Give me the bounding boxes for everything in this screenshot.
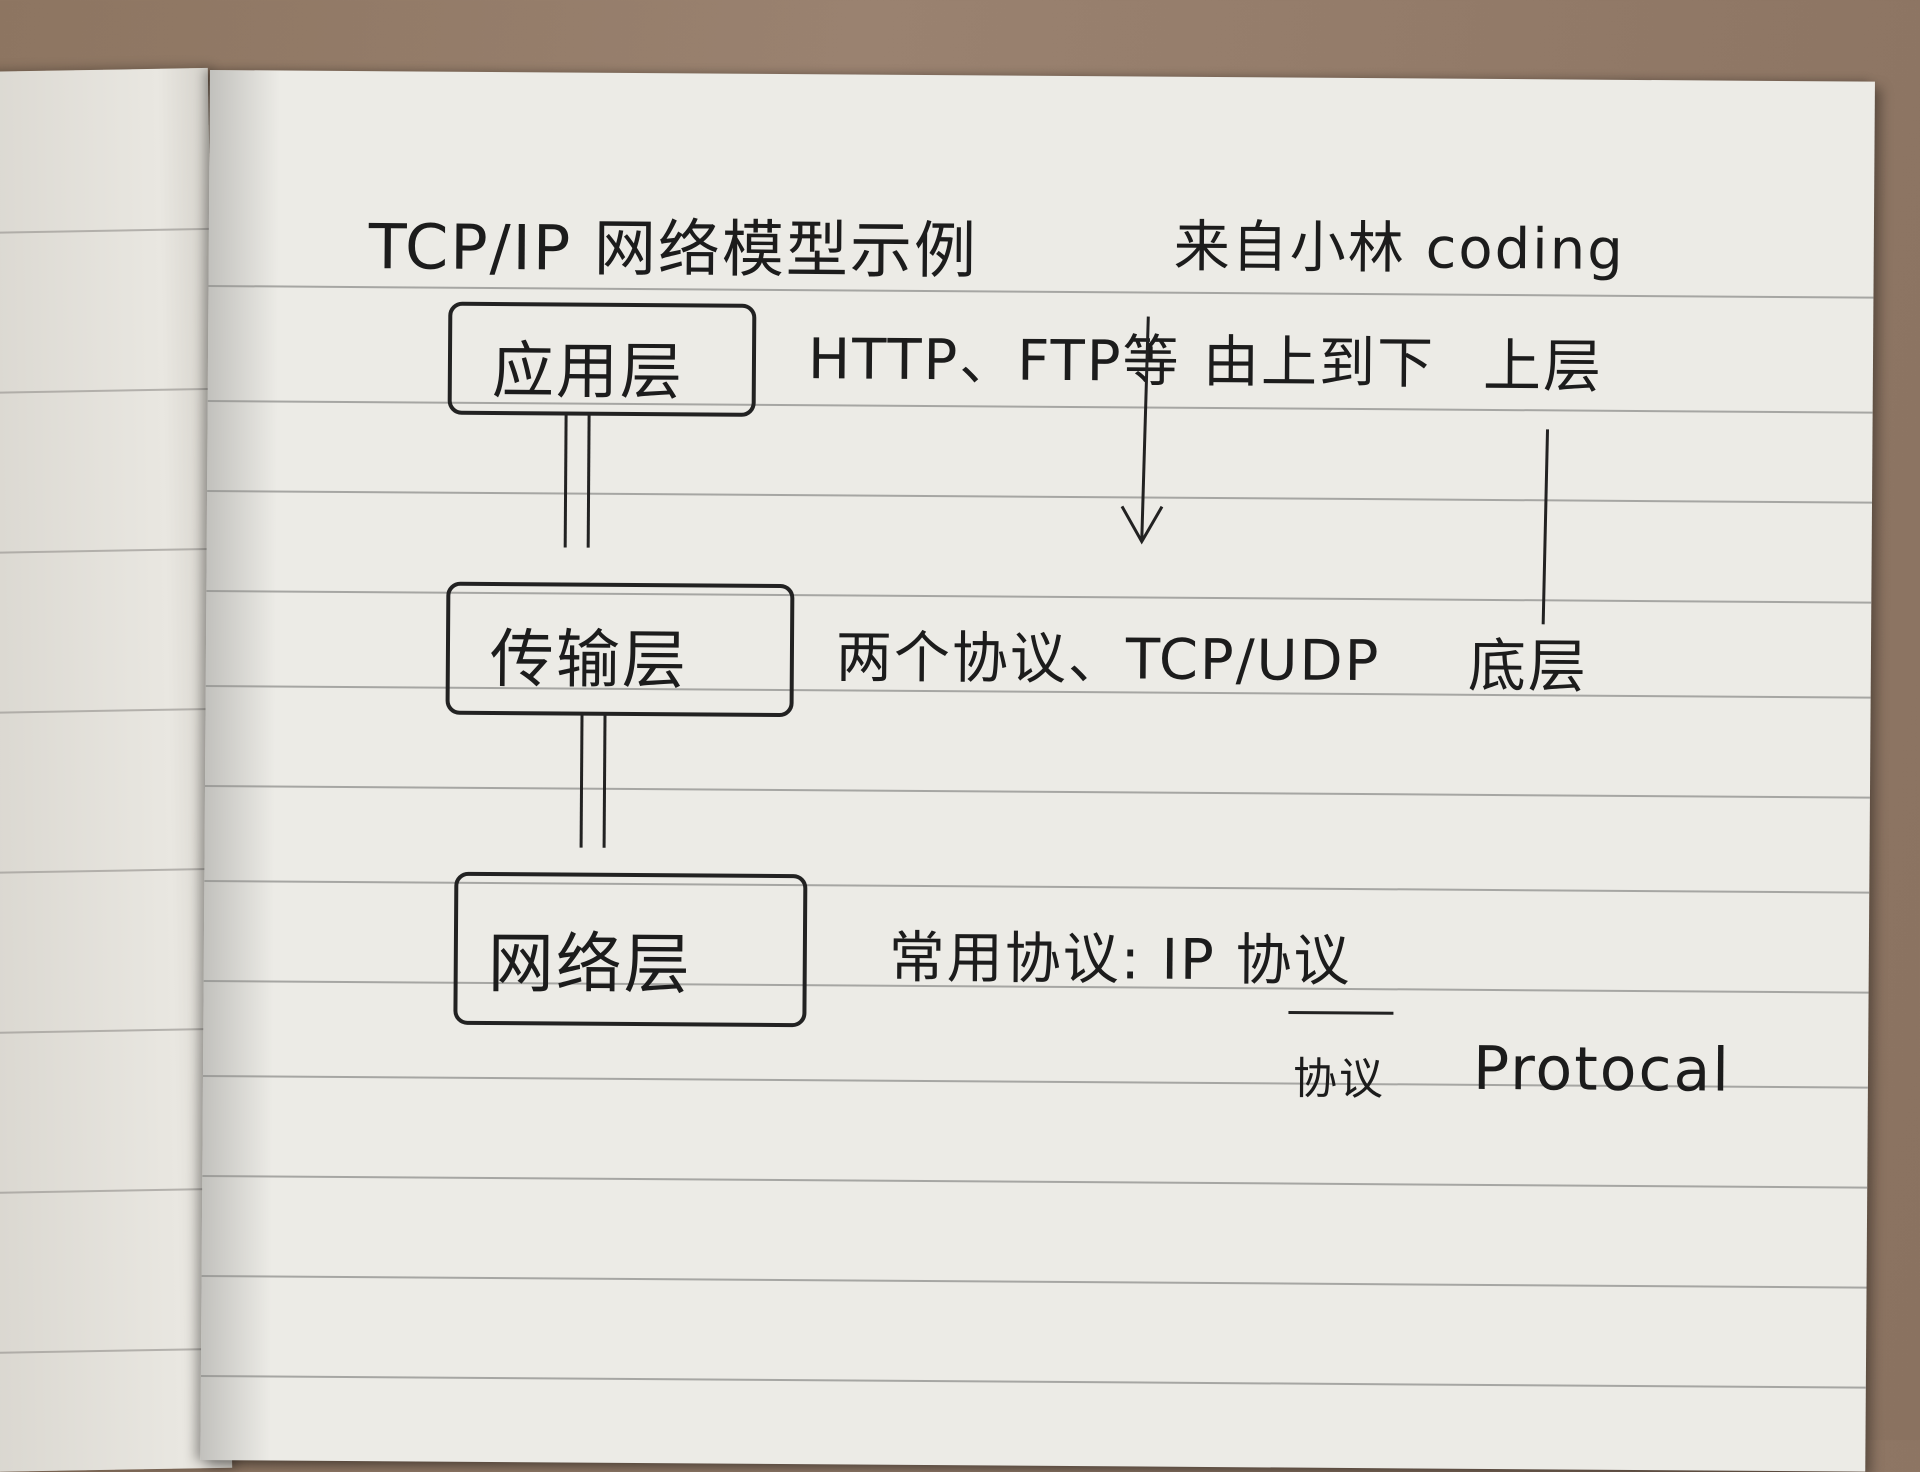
down-arrow-shaft <box>1140 316 1150 542</box>
vertical-line <box>1541 429 1550 625</box>
ruled-line <box>0 707 219 715</box>
ruled-line <box>0 1187 228 1195</box>
diagram-strokes <box>1120 316 1550 1015</box>
right-notebook-page: TCP/IP 网络模型示例 来自小林 coding 应用层 HTTP、FTP等 … <box>200 70 1875 1472</box>
down-arrow-head <box>1120 505 1164 545</box>
left-notebook-page <box>0 67 233 1472</box>
ruled-line <box>0 1027 225 1035</box>
ruled-line <box>0 387 214 395</box>
ruled-line <box>0 547 217 555</box>
ruled-line <box>0 1347 231 1355</box>
ruled-line <box>0 227 211 235</box>
underline <box>1288 1011 1394 1015</box>
ruled-line <box>0 867 222 875</box>
